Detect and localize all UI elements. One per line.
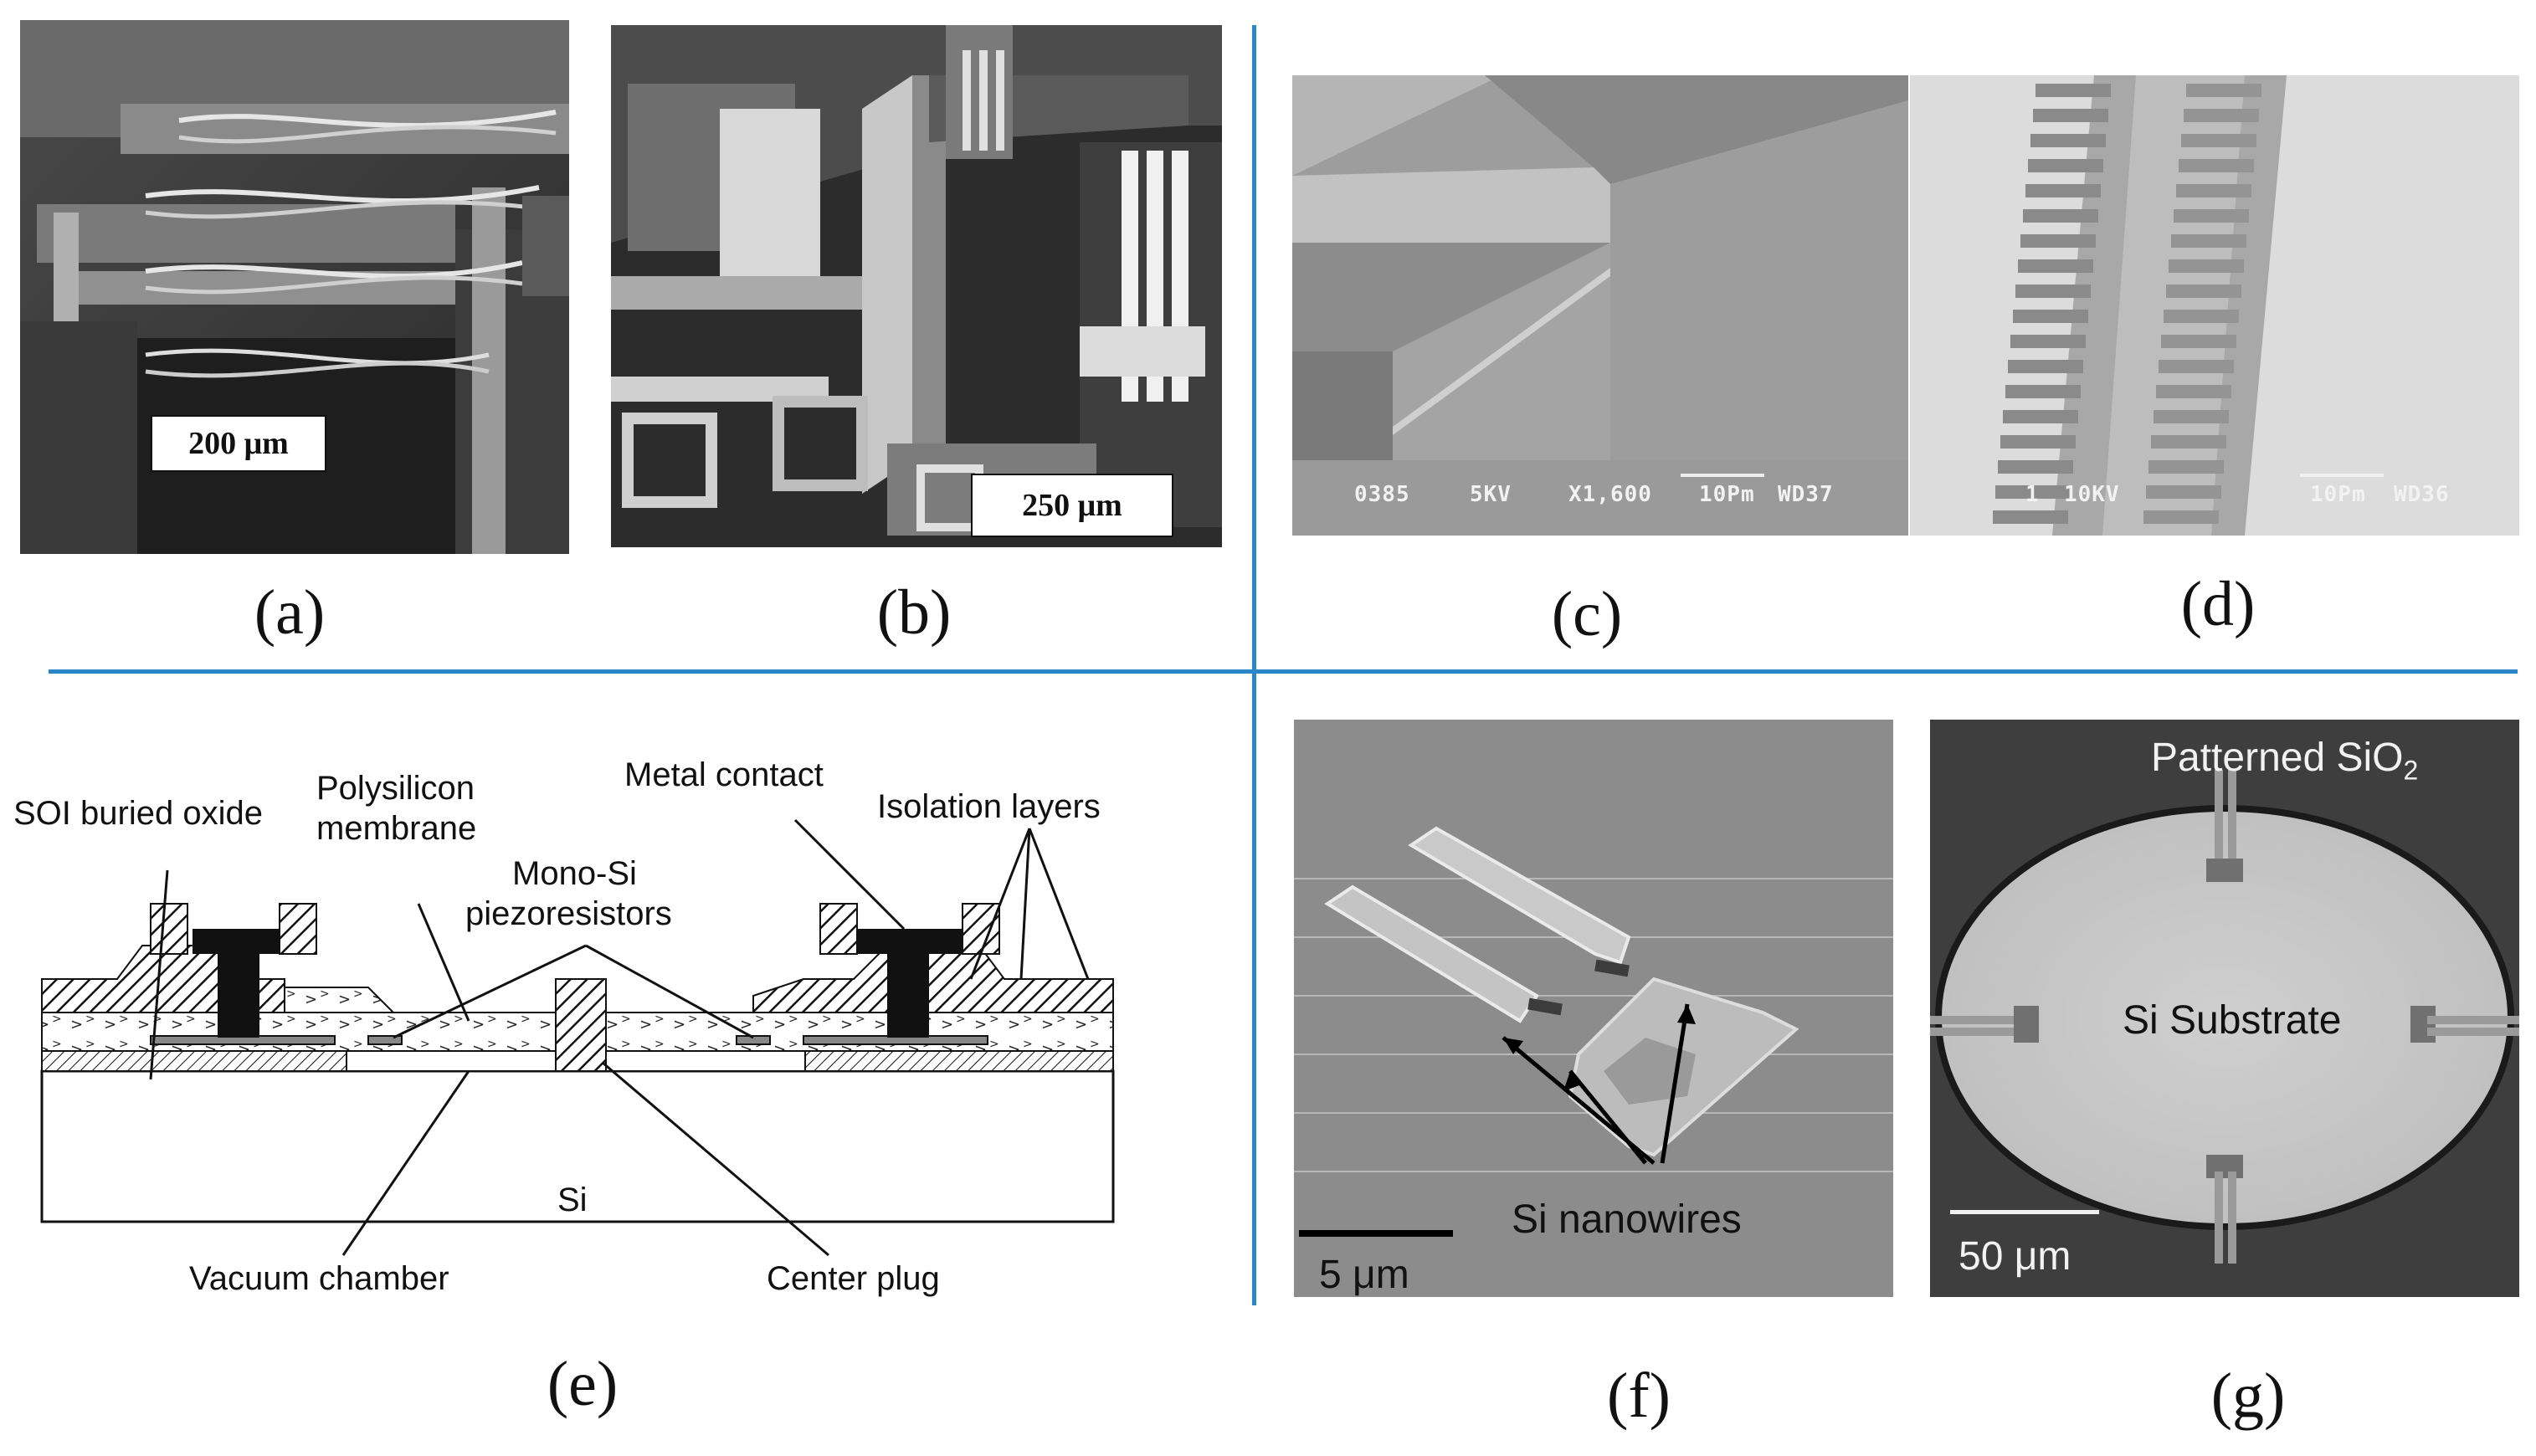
comb-finger [2015, 285, 2091, 298]
panel-a-image [20, 20, 569, 554]
comb-finger [2176, 184, 2251, 197]
comb-finger [2161, 335, 2236, 348]
label-soi-buried-oxide: SOI buried oxide [13, 795, 263, 832]
label-metal-contact: Metal contact [624, 756, 824, 793]
panel-c-image [1292, 75, 1908, 536]
comb-finger [2018, 259, 2093, 273]
comb-finger [2025, 184, 2101, 197]
comb-finger [2166, 285, 2241, 298]
si-substrate [40, 1069, 1115, 1223]
comb-finger [2013, 310, 2088, 323]
comb-finger [2164, 310, 2239, 323]
label-polysilicon: Polysilicon [316, 770, 475, 807]
comb-finger [2171, 234, 2246, 248]
comb-finger [2023, 209, 2098, 223]
vertical-divider [1252, 25, 1256, 1305]
panel-d-scale-bar [2300, 474, 2384, 477]
comb-finger [1998, 460, 2073, 474]
comb-finger [2181, 134, 2256, 147]
caption-b: (b) [876, 577, 952, 648]
comb-finger [1995, 485, 2071, 499]
comb-finger [2028, 159, 2103, 172]
label-center-plug: Center plug [767, 1260, 940, 1297]
panel-f-image [1294, 720, 1893, 1297]
comb-finger [2033, 109, 2108, 122]
panel-g-sio2-text: Patterned SiO [2151, 736, 2404, 780]
comb-finger [2010, 335, 2086, 348]
caption-g: (g) [2210, 1361, 2286, 1431]
label-mono-si: Mono-Si [512, 855, 637, 892]
label-vacuum-chamber: Vacuum chamber [189, 1260, 449, 1297]
panel-c-sem-mag: X1,600 [1568, 482, 1652, 507]
panel-d-image [1910, 75, 2519, 536]
panel-c-sem-id: 0385 [1354, 482, 1410, 507]
comb-finger [2169, 259, 2244, 273]
panel-a-scale-label: 200 μm [151, 415, 326, 472]
panel-c-scale-bar [1681, 474, 1764, 477]
comb-finger [2151, 435, 2226, 449]
comb-finger [2156, 385, 2231, 398]
horizontal-divider [49, 669, 2518, 674]
caption-c: (c) [1551, 579, 1623, 649]
comb-finger [2184, 109, 2259, 122]
panel-d-sem-id: 1 [2025, 482, 2040, 507]
comb-finger [2174, 209, 2249, 223]
panel-c-sem-voltage: 5KV [1470, 482, 1512, 507]
panel-g-image [1930, 720, 2519, 1297]
caption-a: (a) [254, 577, 326, 648]
comb-finger [2159, 360, 2234, 373]
panel-d-sem-voltage: 10KV [2064, 482, 2120, 507]
caption-f: (f) [1607, 1361, 1671, 1431]
comb-finger [1993, 510, 2068, 524]
label-isolation-layers: Isolation layers [877, 788, 1101, 825]
comb-finger [2146, 485, 2221, 499]
panel-g-scale-label: 50 μm [1958, 1234, 2071, 1279]
comb-finger [2005, 385, 2081, 398]
panel-b-scale-label: 250 μm [971, 474, 1173, 537]
panel-d-sem-scale: 10Pm [2310, 482, 2366, 507]
comb-finger [2000, 435, 2076, 449]
panel-g-sio2-subscript: 2 [2403, 755, 2419, 786]
label-piezoresistors: piezoresistors [465, 895, 672, 932]
panel-d-sem-wd: WD36 [2394, 482, 2450, 507]
comb-finger [2020, 234, 2096, 248]
comb-finger [2179, 159, 2254, 172]
label-membrane: membrane [316, 810, 477, 847]
comb-finger [2003, 410, 2078, 423]
label-si: Si [557, 1182, 588, 1218]
comb-finger [2030, 134, 2106, 147]
comb-finger [2154, 410, 2229, 423]
panel-c-sem-wd: WD37 [1778, 482, 1834, 507]
panel-g-sio2-label: Patterned SiO2 [2151, 738, 2418, 784]
caption-d: (d) [2180, 569, 2256, 639]
comb-finger [2035, 84, 2111, 97]
comb-finger [2143, 510, 2219, 524]
panel-b-image [611, 25, 1222, 547]
panel-f-nanowires-label: Si nanowires [1512, 1197, 1742, 1242]
caption-e: (e) [547, 1349, 619, 1419]
panel-f-scale-label: 5 μm [1319, 1253, 1409, 1297]
panel-e-diagram: > > [0, 736, 1188, 1322]
panel-g-substrate-label: Si Substrate [2123, 998, 2342, 1043]
panel-c-sem-scale: 10Pm [1699, 482, 1755, 507]
comb-finger [2186, 84, 2261, 97]
comb-finger [2008, 360, 2083, 373]
comb-finger [2148, 460, 2224, 474]
